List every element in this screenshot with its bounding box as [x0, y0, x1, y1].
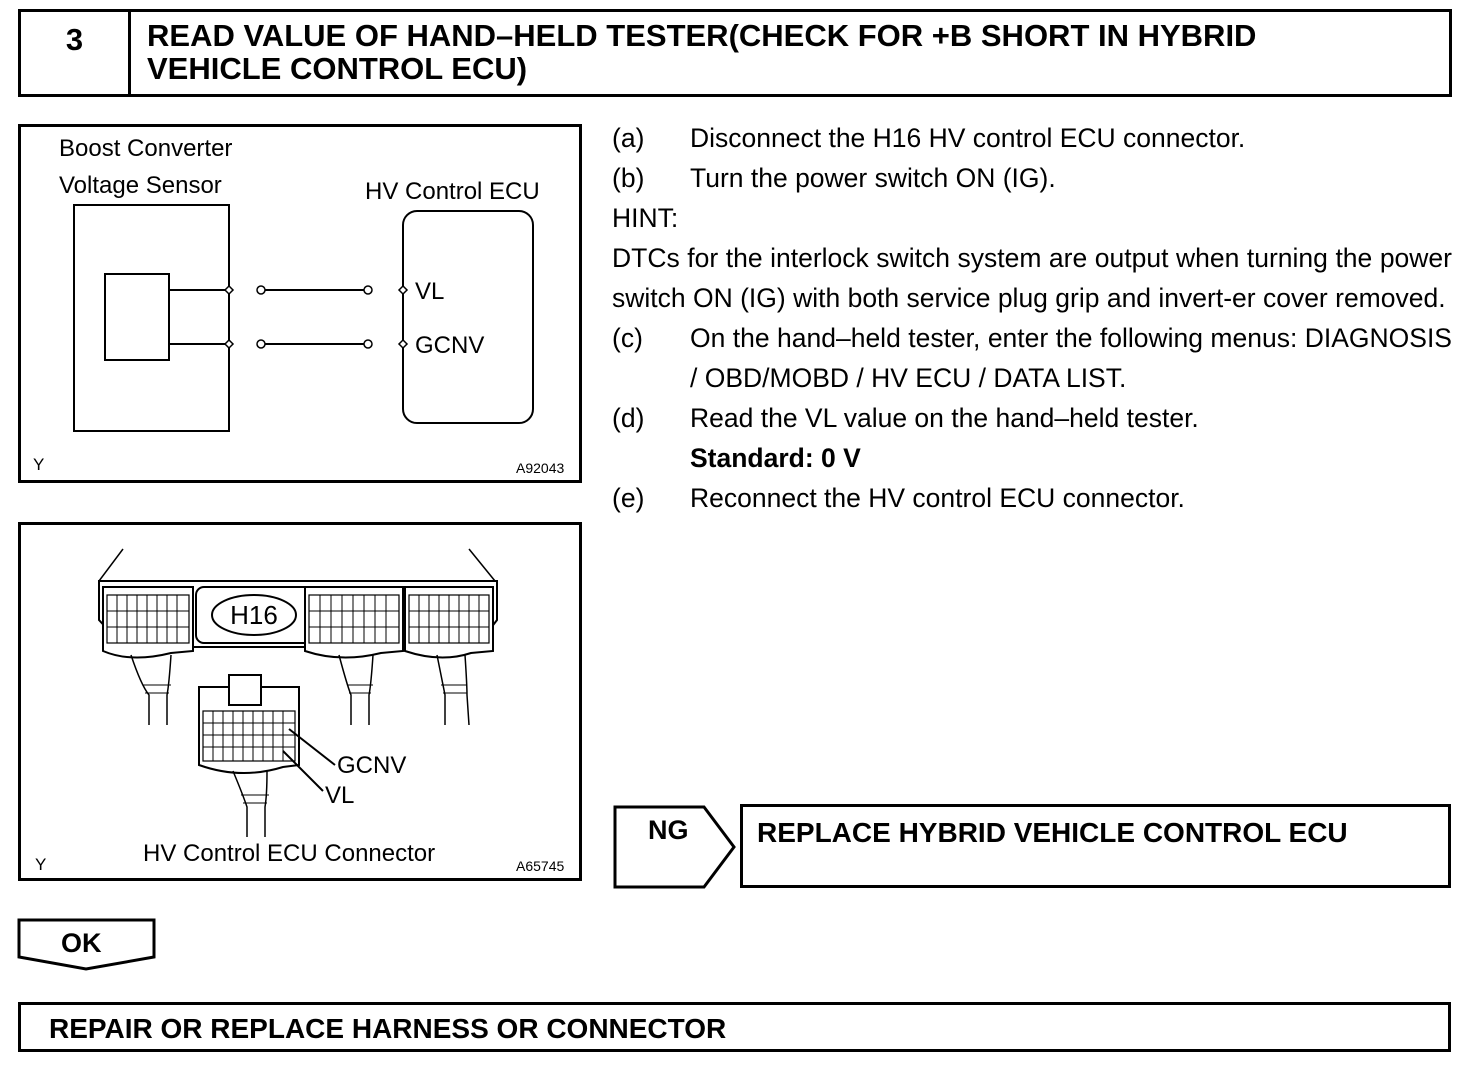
step-b-letter: (b): [612, 163, 645, 193]
connector-illustration: H16: [35, 548, 564, 874]
step-d-letter: (d): [612, 403, 645, 433]
pin-gcnv-label: GCNV: [337, 752, 406, 779]
figure-code: A65745: [516, 858, 564, 874]
terminal-gcnv-label: GCNV: [415, 332, 484, 359]
step-c: (c) On the hand–held tester, enter the f…: [612, 318, 1452, 398]
middle-connector: [304, 586, 404, 725]
ng-action-text: REPLACE HYBRID VEHICLE CONTROL ECU: [757, 817, 1348, 848]
ng-label: NG: [648, 815, 689, 845]
ecu-box: [402, 210, 534, 424]
sensor-box: [73, 204, 230, 432]
circuit-diagram-figure: Boost Converter Voltage Sensor HV Contro…: [18, 124, 582, 483]
wire-vl-start: [256, 285, 266, 295]
figure-code: A92043: [516, 460, 564, 476]
wire-gcnv-end: [363, 339, 373, 349]
step-c-letter: (c): [612, 323, 643, 353]
connector-id-label: H16: [230, 600, 278, 630]
left-connector: [102, 586, 194, 725]
step-header: 3 READ VALUE OF HAND–HELD TESTER(CHECK F…: [18, 9, 1452, 97]
ecu-label: HV Control ECU: [365, 178, 540, 205]
sensor-label-line1: Boost Converter: [59, 135, 232, 162]
step-number: 3: [21, 12, 131, 94]
connector-caption: HV Control ECU Connector: [143, 840, 435, 867]
step-b: (b) Turn the power switch ON (IG).: [612, 158, 1452, 198]
ok-label: OK: [61, 928, 102, 958]
ng-action-box: REPLACE HYBRID VEHICLE CONTROL ECU: [740, 804, 1451, 888]
hint-text: DTCs for the interlock switch system are…: [612, 243, 1452, 313]
step-e-letter: (e): [612, 483, 645, 513]
gcnv-pointer: [288, 728, 336, 766]
h16-connector: [198, 674, 300, 837]
standard-value: Standard: 0 V: [690, 443, 861, 473]
step-a: (a) Disconnect the H16 HV control ECU co…: [612, 118, 1452, 158]
sensor-label-line2: Voltage Sensor: [59, 172, 222, 199]
corner-mark: Y: [33, 455, 44, 474]
ok-arrow-shape: [17, 918, 156, 971]
final-action-text: REPAIR OR REPLACE HARNESS OR CONNECTOR: [49, 1013, 727, 1044]
ecu-pin-vl: [397, 284, 409, 296]
sensor-pin-vl: [223, 284, 235, 296]
step-b-text: Turn the power switch ON (IG).: [690, 163, 1056, 193]
final-action-box: REPAIR OR REPLACE HARNESS OR CONNECTOR: [18, 1002, 1451, 1052]
sensor-element: [104, 273, 170, 361]
terminal-vl-label: VL: [415, 278, 444, 305]
step-d-text: Read the VL value on the hand–held teste…: [690, 403, 1199, 433]
step-title-line1: READ VALUE OF HAND–HELD TESTER(CHECK FOR…: [147, 18, 1257, 53]
step-c-text: On the hand–held tester, enter the follo…: [690, 323, 1452, 393]
ng-arrow-shape: [613, 805, 736, 889]
sensor-pin-gcnv: [223, 338, 235, 350]
step-e-text: Reconnect the HV control ECU connector.: [690, 483, 1185, 513]
vl-pointer: [282, 750, 324, 792]
h16-oval: [211, 594, 297, 636]
step-e: (e) Reconnect the HV control ECU connect…: [612, 478, 1452, 518]
circuit-diagram: Boost Converter Voltage Sensor HV Contro…: [33, 135, 564, 476]
step-a-text: Disconnect the H16 HV control ECU connec…: [690, 123, 1246, 153]
ecu-pin-gcnv: [397, 338, 409, 350]
step-a-letter: (a): [612, 123, 645, 153]
pin-vl-label: VL: [325, 782, 354, 809]
hint-label: HINT:: [612, 203, 679, 233]
connector-figure: H16: [18, 522, 582, 881]
step-d: (d) Read the VL value on the hand–held t…: [612, 398, 1452, 478]
wire-vl-end: [363, 285, 373, 295]
corner-mark: Y: [35, 855, 46, 874]
instructions: (a) Disconnect the H16 HV control ECU co…: [612, 118, 1452, 518]
step-title-line2: VEHICLE CONTROL ECU): [147, 51, 528, 86]
wire-gcnv-start: [256, 339, 266, 349]
right-connector: [404, 586, 494, 726]
step-title: READ VALUE OF HAND–HELD TESTER(CHECK FOR…: [147, 19, 1429, 85]
